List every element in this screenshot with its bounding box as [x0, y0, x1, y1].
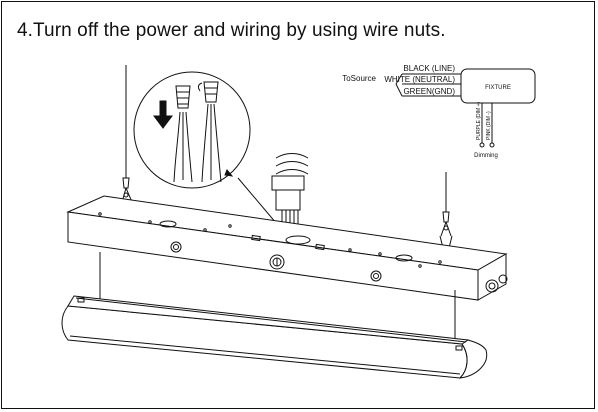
fixture-label: FIXTURE	[485, 85, 511, 91]
source-label: ToSource	[342, 74, 376, 83]
wire-nut-detail	[133, 71, 283, 231]
wire-green-label: GREEN(GND)	[403, 87, 455, 96]
wire-white-label: WHITE (NEUTRAL)	[384, 75, 455, 84]
wire-pink-label: PINK (DIM -)	[486, 111, 492, 140]
dimming-label: Dimming	[474, 153, 498, 159]
fixture-box	[460, 68, 536, 104]
down-arrow-icon	[153, 100, 173, 129]
wire-purple-label: PURPLE (DIM +)	[476, 101, 482, 140]
wire-black-label: BLACK (LINE)	[403, 64, 455, 73]
fixture-housing	[66, 195, 508, 301]
step-title: 4.Turn off the power and wiring by using…	[17, 20, 446, 41]
wiring-diagram: ToSource BLACK (LINE) WHITE (NEUTRAL) GR…	[342, 64, 536, 159]
fixture-lens	[61, 295, 488, 379]
